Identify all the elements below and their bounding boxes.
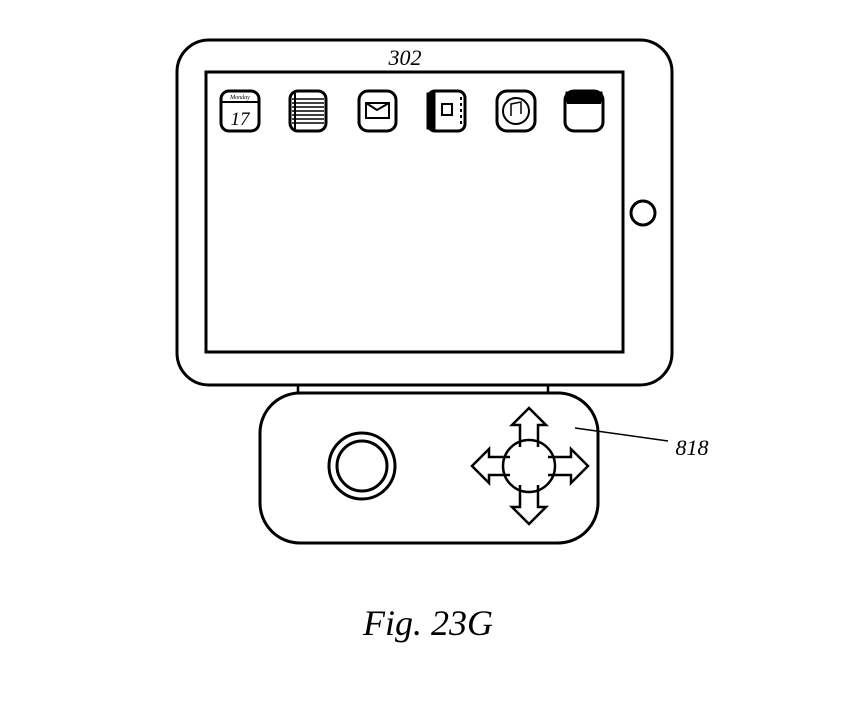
tablet-reference-label: 302 [388,45,422,70]
contacts-icon[interactable] [426,89,467,133]
game-controller [258,391,600,545]
figure-caption: Fig. 23G [362,603,493,643]
home-button[interactable] [629,199,657,227]
video-icon[interactable] [563,89,605,133]
music-icon[interactable] [495,89,537,133]
tablet-screen [204,70,625,354]
calendar-icon[interactable] [219,89,261,133]
leader-line [574,427,669,442]
controller-reference-label: 818 [676,435,709,460]
calendar-day: Monday [229,95,250,101]
calendar-date: 17 [231,109,252,130]
joystick[interactable] [327,431,397,501]
d-pad[interactable] [470,406,590,526]
notes-icon[interactable] [288,89,328,133]
mail-icon[interactable] [357,89,398,133]
